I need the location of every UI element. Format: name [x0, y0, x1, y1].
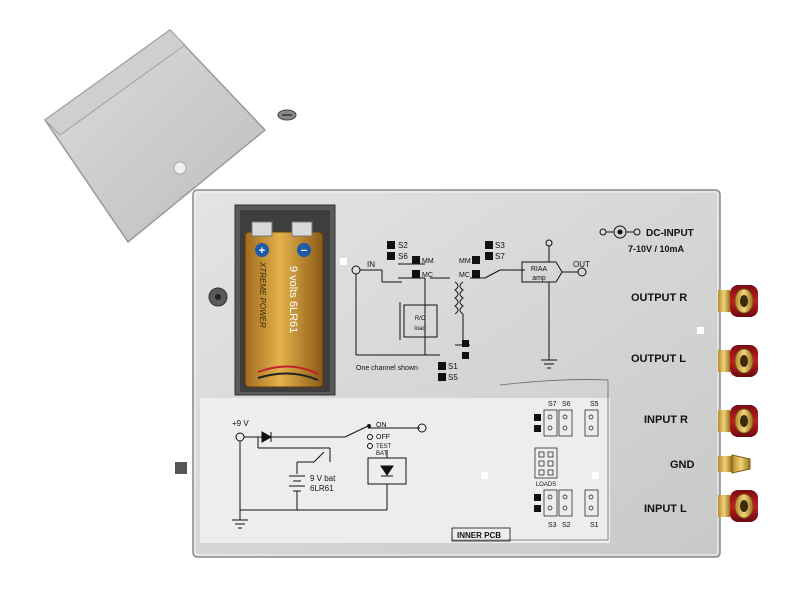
port-label-gnd: GND: [670, 459, 695, 471]
screw-icon: [277, 109, 297, 121]
caption-one-channel: One channel shown: [356, 365, 418, 372]
dc-input-spec: 7-10V / 10mA: [628, 244, 685, 254]
tag-b-mc: B: [414, 272, 419, 279]
label-on: ON: [376, 422, 387, 429]
label-mm-right: MM: [459, 258, 471, 265]
side-switch-icon: [175, 462, 187, 474]
pcb-area: INNER PCB S7 S6 S5 S3 S2 S1 A B A: [451, 379, 609, 542]
tag-a-mc: A: [474, 272, 479, 279]
plus-terminal-icon: [255, 243, 269, 257]
label-s5: S5: [448, 373, 458, 382]
pcb-tag-b-bottom: B: [535, 507, 539, 513]
battery-plus: +: [259, 245, 265, 257]
pcb-tag-a-top: A: [535, 416, 539, 422]
tag-r-s5: R: [439, 375, 444, 382]
pcb-label-s1: S1: [590, 522, 599, 529]
label-s1: S1: [448, 362, 458, 371]
rca-jack-input-l[interactable]: [718, 490, 758, 522]
white-mark: [592, 472, 599, 479]
battery-lid: [43, 29, 267, 244]
bottom-panel: [200, 398, 610, 543]
label-mm-left: MM: [422, 258, 434, 265]
battery-brand: XTREME POWER: [258, 261, 267, 328]
label-test: TEST: [376, 444, 392, 450]
tag-b-s1: B: [463, 342, 467, 348]
white-mark: [481, 472, 488, 479]
label-load: load: [414, 326, 425, 332]
bottom-schematic-labels: +9 V ON OFF TEST BAT 9 V bat 6LR61: [232, 419, 392, 493]
pcb-label-s6: S6: [562, 401, 571, 408]
port-label-output-r: OUTPUT R: [631, 292, 687, 304]
label-s3: S3: [495, 241, 505, 250]
port-label-input-l: INPUT L: [644, 503, 687, 515]
bottom-schematic: [232, 423, 427, 529]
pcb-tag-b-top: B: [535, 427, 539, 433]
tag-r-s6: R: [388, 254, 393, 261]
label-bat: BAT: [376, 451, 388, 457]
rca-jack-output-l[interactable]: [718, 345, 758, 377]
tag-a-mm: A: [414, 258, 419, 265]
port-label-output-l: OUTPUT L: [631, 353, 686, 365]
dc-input-icon: [599, 225, 641, 239]
tag-a-s1: A: [463, 354, 467, 360]
pcb-label-s2: S2: [562, 522, 571, 529]
minus-terminal-icon: [297, 243, 311, 257]
label-off: OFF: [376, 434, 390, 441]
battery: + − 9 volts 6LR61 XTREME POWER: [244, 221, 324, 388]
battery-voltage: 9 volts 6LR61: [287, 266, 299, 333]
label-battery-line2: 6LR61: [310, 484, 334, 493]
label-out: OUT: [573, 260, 590, 269]
white-mark: [697, 327, 704, 334]
label-mc-left: MC: [422, 272, 433, 279]
battery-minus: −: [301, 245, 307, 257]
label-riaa: RIAA: [531, 266, 548, 273]
label-amp: amp: [532, 275, 546, 282]
label-rc: R/C: [415, 316, 426, 322]
label-mc-right: MC: [459, 272, 470, 279]
label-s7: S7: [495, 252, 505, 261]
label-s2: S2: [398, 241, 408, 250]
rca-jack-input-r[interactable]: [718, 405, 758, 437]
top-schematic-labels: IN OUT L S2 R S6 A MM B MC L S3 R S7 MM …: [356, 241, 590, 382]
tag-r-s7: R: [486, 254, 491, 261]
pcb-label-s7: S7: [548, 401, 557, 408]
pcb-label-s3: S3: [548, 522, 557, 529]
pcb-jumpers-top: [543, 409, 599, 437]
pcb-label-s5: S5: [590, 401, 599, 408]
gnd-terminal[interactable]: [718, 454, 751, 474]
pcb-loads-block: [534, 447, 558, 479]
tag-l-s1: L: [440, 364, 444, 371]
top-schematic: [351, 239, 587, 369]
tag-l-s3: L: [487, 243, 491, 250]
label-battery-line1: 9 V bat: [310, 474, 336, 483]
pcb-label-loads: LOADS: [536, 482, 556, 488]
port-label-input-r: INPUT R: [644, 414, 688, 426]
label-s6: S6: [398, 252, 408, 261]
side-knob-icon: [208, 287, 228, 307]
white-mark: [340, 258, 347, 265]
pcb-jumpers-bottom: [543, 489, 599, 517]
rca-jack-output-r[interactable]: [718, 285, 758, 317]
pcb-tag-a-bottom: A: [535, 496, 539, 502]
dc-input-label: DC-INPUT: [646, 228, 694, 239]
tag-b-mm: B: [474, 258, 479, 265]
label-inner-pcb: INNER PCB: [457, 531, 501, 540]
label-plus9v: +9 V: [232, 419, 249, 428]
label-in: IN: [367, 260, 375, 269]
tag-l-s2: L: [389, 243, 393, 250]
